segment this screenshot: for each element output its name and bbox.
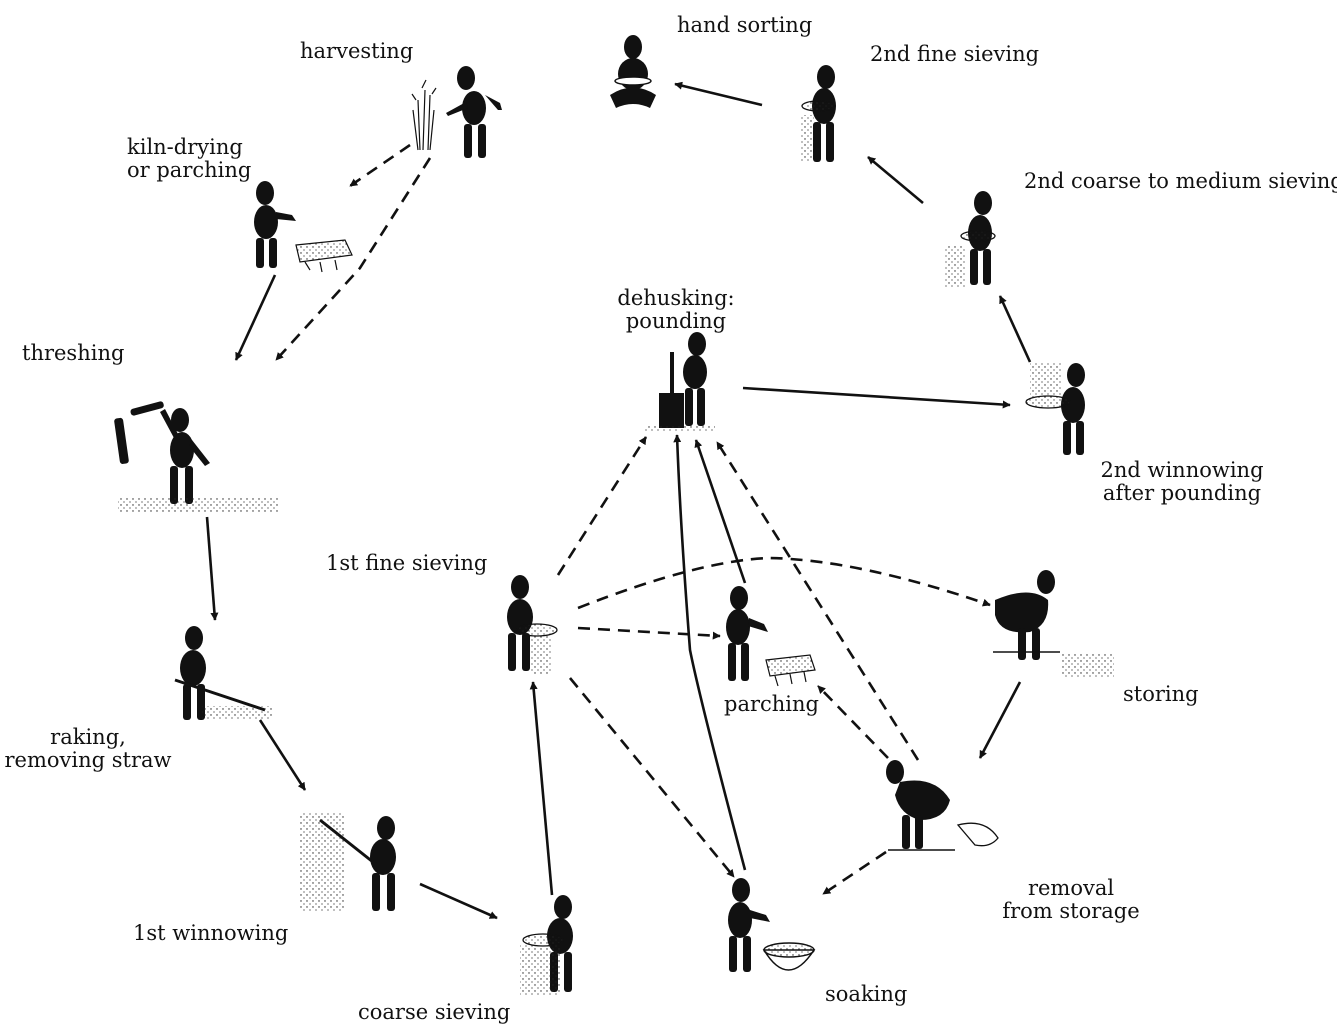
soaking-figure bbox=[728, 878, 770, 972]
label-first-winnowing: 1st winnowing bbox=[133, 921, 289, 945]
arrow-harvest-to-threshing bbox=[275, 157, 432, 361]
arrow-removal-to-parching bbox=[817, 685, 889, 759]
wheat-sheaf-icon bbox=[411, 79, 437, 151]
soaking-bowl-icon bbox=[762, 942, 816, 971]
parching-tray-icon bbox=[295, 239, 353, 273]
label-threshing: threshing bbox=[22, 341, 125, 365]
label-first-fine-sieving: 1st fine sieving bbox=[326, 551, 488, 575]
label-raking: raking, removing straw bbox=[5, 726, 172, 772]
label-raking-line2: removing straw bbox=[4, 748, 172, 772]
second-fine-sieving-figure bbox=[800, 65, 836, 162]
label-coarse-sieving: coarse sieving bbox=[358, 1000, 511, 1024]
arrow-parching-to-pounding bbox=[694, 439, 747, 584]
arrow-sieving2-to-finesieving2 bbox=[867, 156, 924, 204]
threshing-figure bbox=[114, 401, 278, 512]
label-kiln-drying: kiln-drying or parching bbox=[127, 135, 252, 182]
kiln-drying-figure bbox=[254, 181, 296, 268]
arrow-finesieving2-to-handsorting bbox=[674, 81, 763, 107]
arrow-threshing-to-raking bbox=[205, 516, 219, 621]
label-dehusking-line2: pounding bbox=[625, 309, 727, 333]
label-soaking: soaking bbox=[825, 982, 908, 1006]
first-winnowing-figure bbox=[300, 812, 396, 912]
label-kiln-drying-line2: or parching bbox=[127, 158, 252, 182]
removal-figure bbox=[886, 760, 999, 851]
arrow-finesieving-to-pounding bbox=[556, 436, 648, 576]
label-removal-line2: from storage bbox=[1002, 899, 1140, 923]
label-kiln-drying-line1: kiln-drying bbox=[127, 135, 243, 159]
label-parching: parching bbox=[724, 692, 819, 716]
raking-figure bbox=[174, 626, 272, 720]
second-coarse-sieving-figure bbox=[945, 191, 996, 287]
arrow-removal-to-soaking bbox=[822, 850, 887, 896]
label-removal-line1: removal bbox=[1027, 876, 1115, 900]
label-dehusking: dehusking: pounding bbox=[617, 287, 734, 333]
arrow-kiln-to-threshing bbox=[234, 274, 277, 361]
arrow-finesieving-to-soaking bbox=[568, 677, 736, 878]
arrow-coarse-to-fine-sieving bbox=[529, 681, 554, 896]
arrow-soaking-to-pounding bbox=[673, 434, 747, 871]
storing-figure bbox=[993, 570, 1114, 678]
coarse-sieving-figure bbox=[520, 895, 573, 995]
arrow-harvest-to-kiln bbox=[349, 143, 411, 188]
first-fine-sieving-figure bbox=[507, 575, 558, 674]
second-winnowing-figure bbox=[1025, 362, 1085, 455]
hand-sorting-figure bbox=[610, 35, 656, 108]
label-second-winnowing-line1: 2nd winnowing bbox=[1100, 458, 1264, 482]
label-second-fine-sieving: 2nd fine sieving bbox=[870, 42, 1040, 66]
label-second-coarse-medium-sieving: 2nd coarse to medium sieving bbox=[1024, 169, 1337, 193]
parching-figure bbox=[726, 586, 816, 687]
arrow-winnowing2-to-sieving2 bbox=[998, 295, 1032, 363]
arrow-finesieving-to-parching bbox=[577, 626, 721, 640]
arrow-raking-to-winnowing bbox=[258, 719, 307, 791]
label-hand-sorting: hand sorting bbox=[677, 13, 813, 37]
arrow-storing-to-removal bbox=[978, 681, 1022, 759]
label-dehusking-line1: dehusking: bbox=[617, 286, 735, 310]
arrow-removal-to-pounding bbox=[715, 441, 920, 761]
label-second-winnowing-line2: after pounding bbox=[1102, 481, 1262, 505]
label-harvesting: harvesting bbox=[300, 39, 414, 63]
label-storing: storing bbox=[1123, 682, 1199, 706]
harvesting-figure bbox=[446, 66, 502, 158]
label-raking-line1: raking, bbox=[50, 725, 126, 749]
arrow-finesieving-to-storing bbox=[577, 556, 991, 610]
label-second-winnowing: 2nd winnowing after pounding bbox=[1100, 459, 1263, 505]
pounding-figure bbox=[645, 332, 715, 432]
label-removal: removal from storage bbox=[1002, 877, 1139, 923]
arrow-winnowing-to-coarse-sieving bbox=[419, 882, 498, 920]
arrow-pounding-to-winnowing2 bbox=[742, 386, 1011, 409]
